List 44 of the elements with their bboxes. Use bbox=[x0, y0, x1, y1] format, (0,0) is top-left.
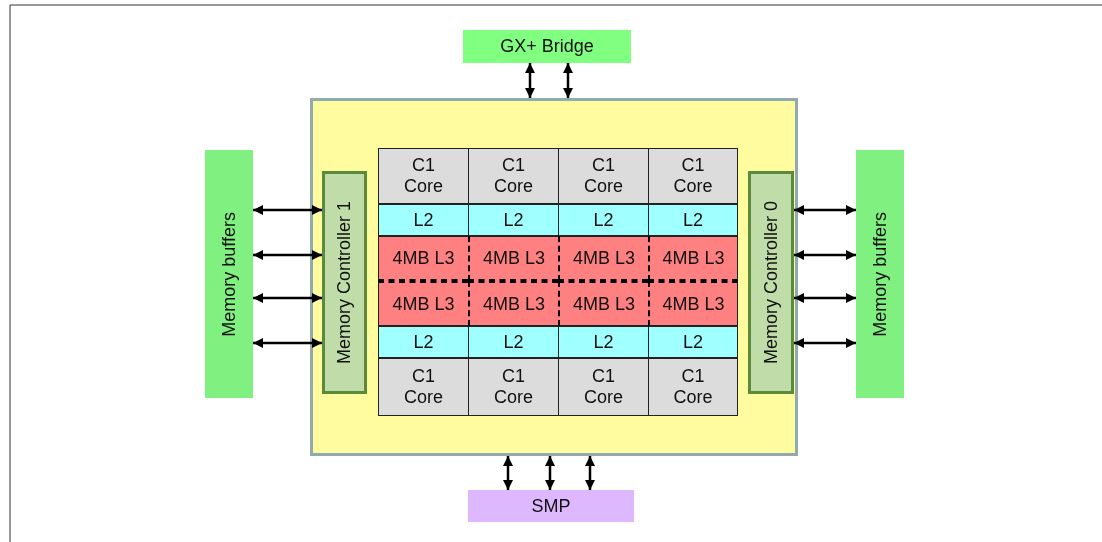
double-arrow bbox=[253, 338, 322, 348]
l2-cache-cell: L2 bbox=[468, 204, 558, 236]
core-cell: C1 Core bbox=[558, 148, 648, 204]
l2-cache-cell: L2 bbox=[558, 326, 648, 358]
l3-cache-cell: 4MB L3 bbox=[378, 236, 468, 281]
l3-cache-cell: 4MB L3 bbox=[648, 236, 738, 281]
l3-cache-cell: 4MB L3 bbox=[558, 236, 648, 281]
l2-cache-cell: L2 bbox=[558, 204, 648, 236]
chip-box bbox=[310, 98, 798, 456]
double-arrow bbox=[253, 250, 322, 260]
memory-buffer-box: Memory buffers bbox=[205, 150, 253, 398]
l2-cache-cell: L2 bbox=[468, 326, 558, 358]
bridge-box: GX+ Bridge bbox=[463, 30, 631, 63]
core-cell: C1 Core bbox=[558, 358, 648, 416]
double-arrow bbox=[253, 205, 322, 215]
memory-buffer-box: Memory buffers bbox=[856, 150, 904, 398]
double-arrow bbox=[563, 63, 573, 98]
l2-cache-cell: L2 bbox=[648, 326, 738, 358]
double-arrow bbox=[545, 456, 555, 490]
l2-cache-cell: L2 bbox=[378, 204, 468, 236]
core-cell: C1 Core bbox=[378, 358, 468, 416]
double-arrow bbox=[253, 293, 322, 303]
core-cell: C1 Core bbox=[648, 148, 738, 204]
l2-cache-cell: L2 bbox=[378, 326, 468, 358]
memory-controller-box: Memory Controller 0 bbox=[748, 171, 794, 394]
l3-cache-cell: 4MB L3 bbox=[468, 236, 558, 281]
core-cell: C1 Core bbox=[378, 148, 468, 204]
core-cell: C1 Core bbox=[468, 148, 558, 204]
double-arrow bbox=[503, 456, 513, 490]
memory-controller-box: Memory Controller 1 bbox=[322, 171, 367, 394]
double-arrow bbox=[794, 250, 856, 260]
double-arrow bbox=[794, 205, 856, 215]
double-arrow bbox=[585, 456, 595, 490]
l3-cache-cell: 4MB L3 bbox=[558, 281, 648, 326]
core-cell: C1 Core bbox=[648, 358, 738, 416]
l3-cache-cell: 4MB L3 bbox=[378, 281, 468, 326]
double-arrow bbox=[794, 338, 856, 348]
l2-cache-cell: L2 bbox=[648, 204, 738, 236]
double-arrow bbox=[525, 63, 535, 98]
l3-cache-cell: 4MB L3 bbox=[648, 281, 738, 326]
core-cell: C1 Core bbox=[468, 358, 558, 416]
l3-cache-cell: 4MB L3 bbox=[468, 281, 558, 326]
smp-box: SMP bbox=[468, 490, 634, 522]
double-arrow bbox=[794, 293, 856, 303]
